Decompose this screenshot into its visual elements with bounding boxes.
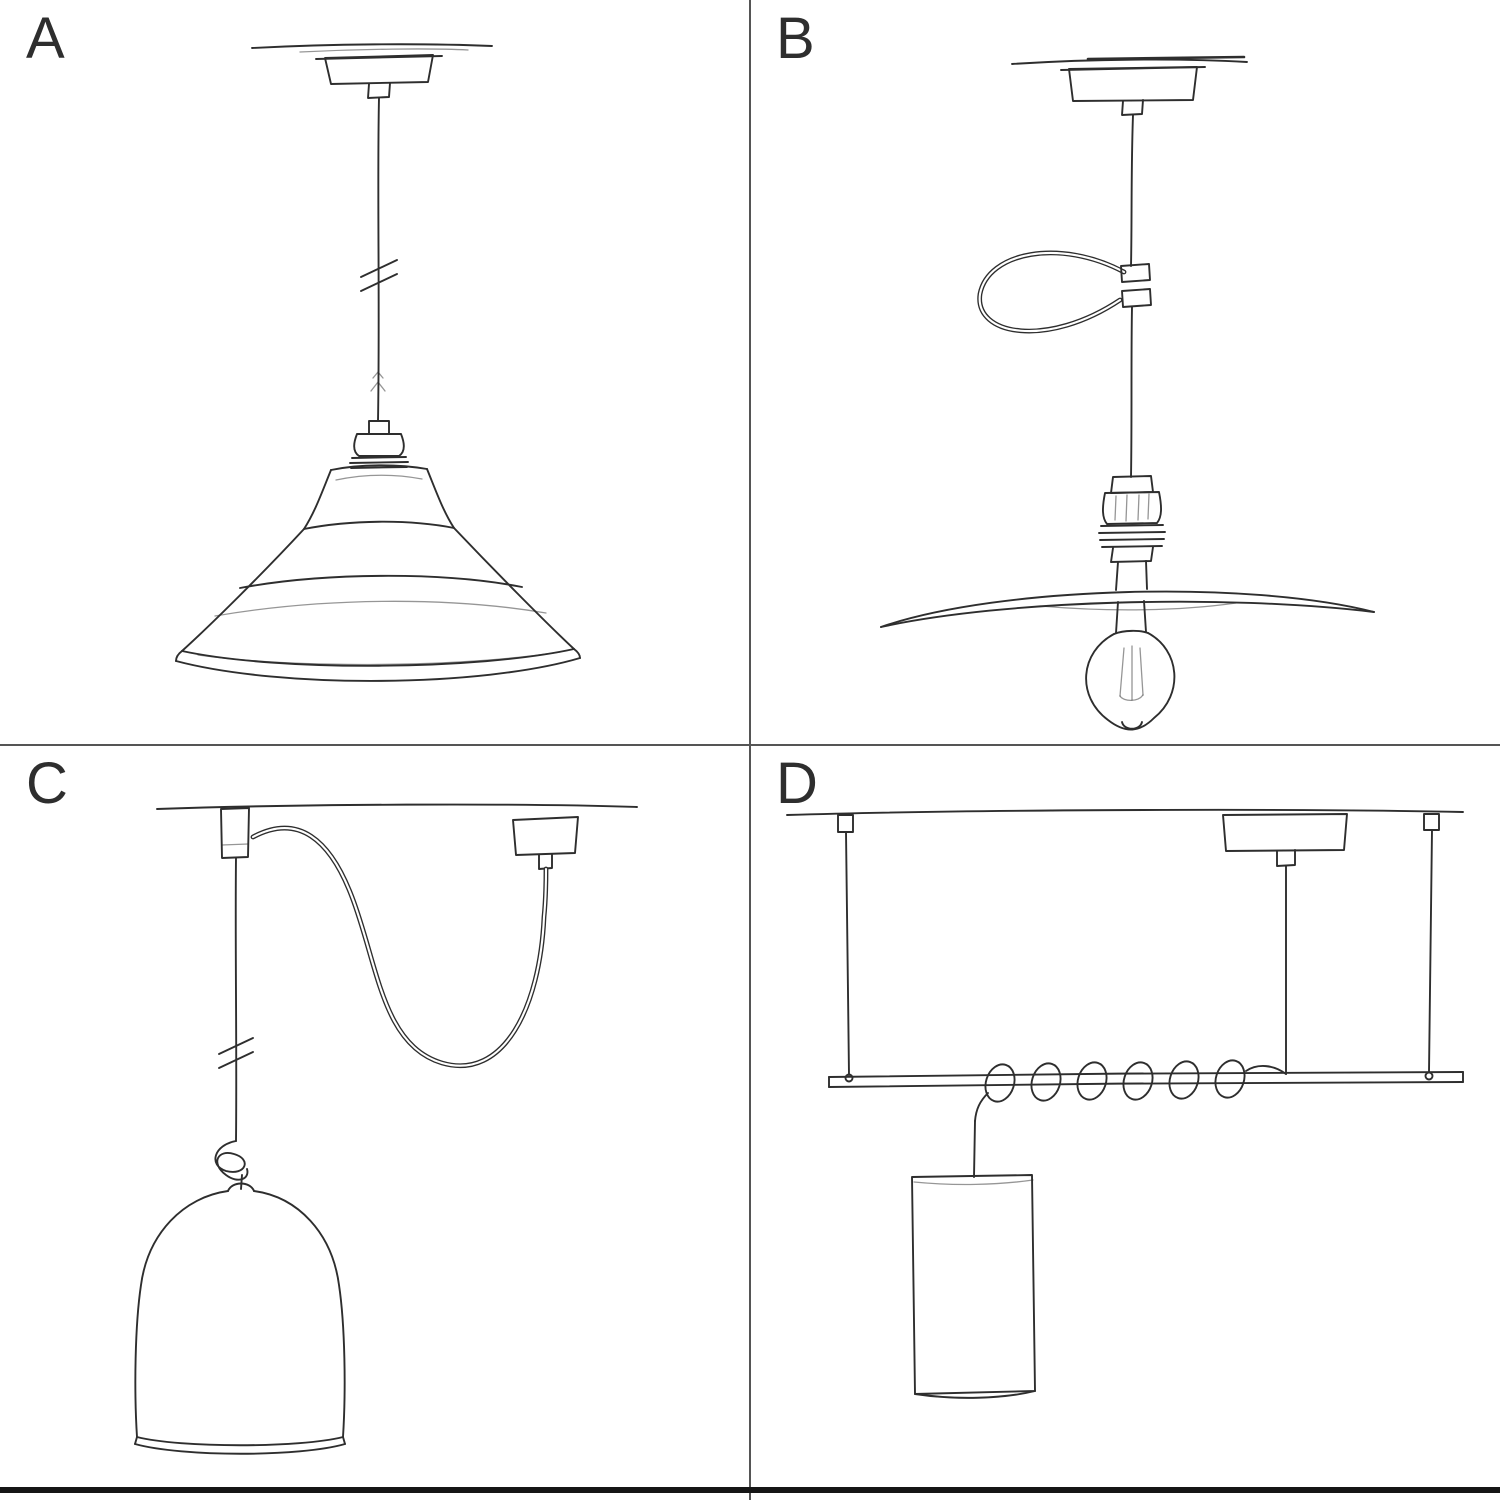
panel-d: D [750,745,1500,1500]
horizontal-bar [828,1071,1464,1088]
pendant-cable [360,97,398,422]
suspended-bar-tube-pendant-sketch-icon [786,808,1464,1399]
ceiling-line [251,43,493,53]
panel-c: C [0,745,750,1500]
panel-d-label: D [776,751,819,816]
tube-shade [911,1174,1036,1399]
panel-c-label: C [26,751,69,816]
industrial-shade [175,464,581,682]
coiled-cable [973,1059,1287,1178]
panel-a: A [0,0,750,745]
ceiling-line [1011,55,1248,65]
flat-dish-shade [880,590,1375,628]
suspension-wires [837,813,1440,1083]
swag-cable [250,825,549,1068]
ceiling-line [156,803,638,810]
bottom-border [0,1487,1500,1493]
ceiling-line [786,808,1464,816]
lamp-holder [1098,475,1166,591]
swag-pendant-bell-shade-sketch-icon [134,803,638,1455]
panel-b-label: B [776,6,816,71]
bell-dome-shade [134,1182,346,1455]
cable-knot [214,1140,249,1190]
ceiling-rose [315,54,443,99]
pendant-cable [1130,114,1134,478]
panel-b: B [750,0,1500,745]
drop-cable [218,857,254,1142]
pendant-flat-dish-shade-bulb-sketch-icon [880,55,1375,731]
panel-a-label: A [26,6,66,71]
ceiling-rose [1060,66,1206,116]
ceiling-rose [512,816,579,870]
cable-wire-clip [977,250,1152,334]
edison-bulb [1085,600,1176,731]
ceiling-hook [220,807,250,859]
horizontal-divider [0,744,1500,746]
lamp-holder [349,420,409,469]
vertical-divider [749,0,751,1500]
ceiling-rose [1222,813,1348,1075]
pendant-industrial-shade-sketch-icon [175,43,581,682]
